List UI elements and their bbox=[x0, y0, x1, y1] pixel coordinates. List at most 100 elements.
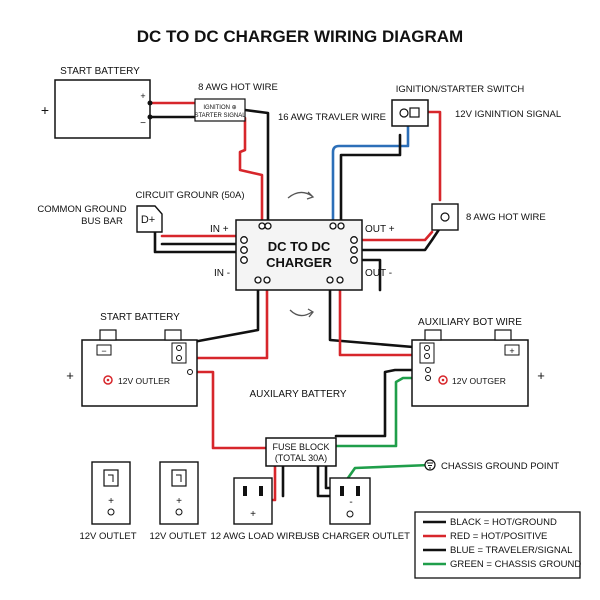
ignition-signal-box-line1: IGNITION ⊕ bbox=[203, 105, 236, 111]
wire-black-in-2 bbox=[153, 216, 246, 262]
out-plus-label: OUT + bbox=[365, 224, 395, 235]
outger-icon-dot bbox=[441, 378, 445, 382]
ignition-signal-box-line2: STARTER SIGNAL bbox=[194, 113, 246, 119]
wire-red-aux bbox=[338, 278, 427, 357]
start-battery-top-box bbox=[54, 79, 151, 139]
ignition-switch-box bbox=[391, 99, 429, 127]
rotate-arrow-head-top bbox=[306, 191, 315, 200]
usb-outlet-slot-1 bbox=[340, 486, 344, 496]
charger-terminals bbox=[240, 222, 358, 284]
outlet-b-plus: + bbox=[176, 496, 182, 507]
start-battery-mid-minus: − bbox=[101, 346, 106, 356]
fuse-block-label-1: FUSE BLOCK bbox=[272, 442, 329, 452]
outlet-a-socket bbox=[107, 508, 115, 516]
aux-battery-outer-plus: + bbox=[537, 368, 545, 383]
common-ground-bus-bar: COMMON GROUND BUS BAR D+ bbox=[37, 204, 163, 233]
load-outlet-body bbox=[233, 477, 273, 525]
usb-outlet-socket bbox=[346, 510, 354, 518]
bus-bar-shape bbox=[136, 205, 163, 233]
dc-dc-charger: DC TO DC CHARGER bbox=[235, 219, 363, 291]
legend-label-1: RED = HOT/POSITIVE bbox=[450, 531, 547, 542]
outler-terminal bbox=[187, 369, 193, 375]
legend: BLACK = HOT/GROUND RED = HOT/POSITIVE BLUE… bbox=[414, 511, 581, 579]
aux-terminal-2 bbox=[424, 353, 430, 359]
aux-battery-cap-2 bbox=[494, 329, 512, 341]
outger-label: 12V OUTGER bbox=[452, 376, 506, 386]
wire-red-out-plus bbox=[352, 230, 434, 242]
wire-red-in-plus bbox=[160, 234, 246, 242]
wire-black-out-plus bbox=[352, 226, 442, 252]
start-battery-mid-cap-2 bbox=[164, 329, 182, 341]
right-switch-icon bbox=[440, 212, 450, 222]
right-hot-wire-switch: 8 AWG HOT WIRE bbox=[431, 203, 546, 231]
travler-wire-label: 16 AWG TRAVLER WIRE bbox=[278, 112, 386, 123]
wire-black-usb bbox=[316, 464, 332, 498]
usb-charger-outlet: - USB CHARGER OUTLET bbox=[300, 477, 410, 542]
ignition-switch-label: IGNITION/STARTER SWITCH bbox=[396, 84, 525, 95]
wire-black-aux-1 bbox=[328, 278, 427, 350]
bus-bar-symbol: D+ bbox=[141, 214, 155, 226]
terminal-plus-label: + bbox=[140, 91, 145, 101]
start-battery-mid-cap-1 bbox=[99, 329, 117, 341]
plus-sign: + bbox=[41, 102, 49, 118]
auxilary-battery-label: AUXILARY BATTERY bbox=[249, 389, 346, 400]
chassis-ground-label: CHASSIS GROUND POINT bbox=[441, 461, 559, 472]
common-ground-label-1: COMMON GROUND bbox=[37, 204, 126, 215]
wire-red-outler-fuse bbox=[193, 370, 268, 450]
rotate-arrow-icon-bottom bbox=[289, 309, 313, 317]
start-battery-mid-terminal-2 bbox=[176, 355, 182, 361]
outlet-b-switch-glyph bbox=[176, 474, 182, 482]
load-outlet-plus: + bbox=[250, 509, 256, 520]
circuit-grounr-label: CIRCUIT GROUNR (50A) bbox=[135, 190, 244, 201]
common-ground-label-2: BUS BAR bbox=[81, 216, 123, 227]
start-battery-mid-terminal-box bbox=[171, 342, 187, 364]
fuse-block-label-2: (TOTAL 30A) bbox=[275, 453, 327, 463]
outlet-a-switch bbox=[103, 469, 119, 487]
wire-black-ignition bbox=[339, 133, 402, 222]
ignition-starter-switch: IGNITION/STARTER SWITCH bbox=[391, 84, 525, 127]
aux-terminal-3 bbox=[425, 367, 431, 373]
wire-red-start-battery bbox=[181, 278, 269, 360]
outlet-a-plus: + bbox=[108, 496, 114, 507]
aux-plus-box bbox=[504, 344, 520, 356]
start-battery-mid-terminal-1 bbox=[176, 345, 182, 351]
load-outlet-slot-1 bbox=[243, 486, 247, 496]
ignition-signal-box-rect bbox=[194, 98, 246, 122]
load-outlet-slot-2 bbox=[259, 486, 263, 496]
fuse-block: FUSE BLOCK (TOTAL 30A) bbox=[265, 437, 337, 467]
wire-black-in-1 bbox=[160, 242, 246, 252]
outlet-a-switch-glyph bbox=[108, 474, 114, 482]
outler-label: 12V OUTLER bbox=[118, 376, 170, 386]
chassis-ground-point: CHASSIS GROUND POINT bbox=[424, 459, 559, 472]
outler-icon-dot bbox=[106, 378, 110, 382]
right-hot-wire-label: 8 AWG HOT WIRE bbox=[466, 212, 546, 223]
aux-terminal-4 bbox=[425, 375, 431, 381]
start-battery-top-label: START BATTERY bbox=[60, 66, 140, 77]
terminal-minus bbox=[147, 114, 153, 120]
ignintion-signal-label: 12V IGNINTION SIGNAL bbox=[455, 109, 561, 120]
wire-red-ignition-signal bbox=[426, 110, 442, 202]
legend-items: BLACK = HOT/GROUND RED = HOT/POSITIVE BLUE… bbox=[423, 517, 581, 570]
ignition-switch-key-icon bbox=[399, 108, 409, 118]
diagram-title: DC TO DC CHARGER WIRING DIAGRAM bbox=[137, 27, 463, 46]
legend-label-3: GREEN = CHASSIS GROUND bbox=[450, 559, 581, 570]
in-minus-label: IN - bbox=[214, 268, 230, 279]
aux-battery-cap-1 bbox=[424, 329, 442, 341]
wire-black-signal-charger bbox=[243, 108, 270, 222]
legend-label-0: BLACK = HOT/GROUND bbox=[450, 517, 557, 528]
outlet-12v-a: + 12V OUTLET bbox=[79, 461, 137, 542]
auxiliary-bot-wire-label: AUXILIARY BOT WIRE bbox=[418, 317, 522, 328]
outlet-b-socket bbox=[175, 508, 183, 516]
usb-outlet-minus: - bbox=[349, 497, 352, 508]
right-switch-box bbox=[431, 203, 459, 231]
start-battery-mid-plus: + bbox=[66, 368, 74, 383]
usb-charger-label: USB CHARGER OUTLET bbox=[300, 531, 410, 542]
legend-label-2: BLUE = TRAVELER/SIGNAL bbox=[450, 545, 572, 556]
ignition-switch-slot bbox=[409, 107, 420, 118]
aux-battery-plus: + bbox=[509, 346, 514, 356]
out-minus-label: OUT - bbox=[365, 268, 392, 279]
wire-red-signal-charger bbox=[238, 116, 264, 222]
aux-terminal-1 bbox=[424, 345, 430, 351]
